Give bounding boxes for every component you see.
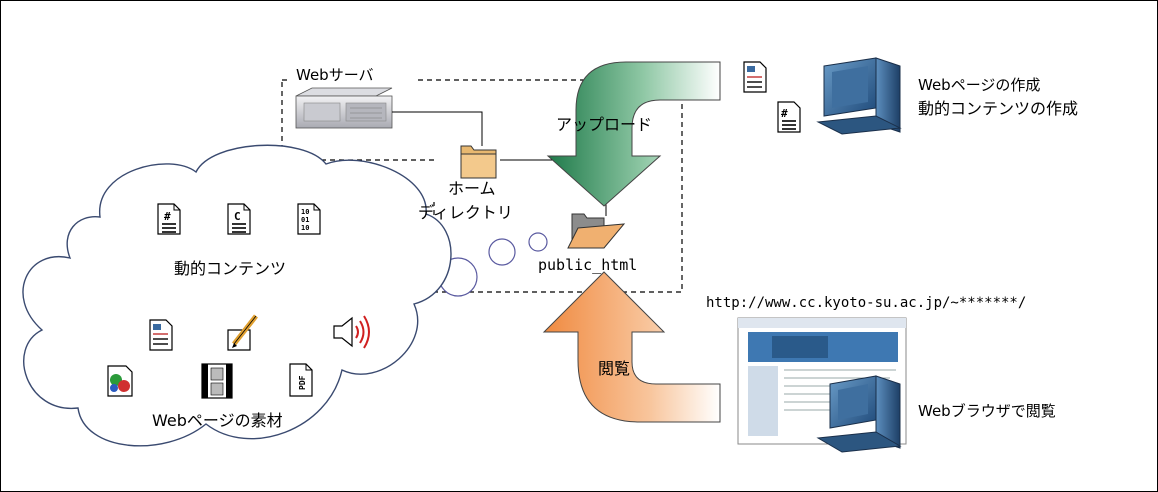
- dynamic-content-label: 動的コンテンツ: [174, 259, 287, 278]
- hash-doc-glyph: #: [164, 210, 171, 223]
- image-document-icon: [107, 365, 133, 397]
- upload-arrow: [546, 61, 721, 207]
- creator-hash-document-icon: #: [777, 101, 801, 133]
- hash-document-icon: #: [157, 203, 181, 235]
- bubble-small: [528, 232, 548, 252]
- binary-document-icon: 10 01 10: [297, 203, 321, 235]
- c-doc-glyph: C: [234, 210, 241, 223]
- svg-text:01: 01: [301, 216, 309, 224]
- public-html-folder-icon: [567, 213, 626, 249]
- webpage-document-icon: [149, 319, 173, 351]
- browse-arrow: [542, 271, 721, 423]
- creator-computer-icon: [816, 57, 902, 135]
- speaker-icon: [333, 315, 370, 349]
- home-dir-label-line2: ディレクトリ: [418, 203, 513, 222]
- c-document-icon: C: [227, 203, 251, 235]
- browse-label: 閲覧: [598, 359, 631, 378]
- creator-label-line2: 動的コンテンツの作成: [918, 99, 1079, 118]
- viewer-label: Webブラウザで閲覧: [918, 402, 1056, 420]
- home-dir-label-line1: ホーム: [448, 179, 496, 198]
- materials-label: Webページの素材: [152, 411, 283, 430]
- server-rack-icon: [295, 87, 393, 129]
- creator-label-line1: Webページの作成: [918, 76, 1041, 94]
- svg-text:#: #: [781, 107, 788, 120]
- home-folder-icon: [460, 145, 497, 179]
- public-html-label: public_html: [538, 256, 638, 274]
- film-icon: [201, 363, 233, 399]
- upload-label: アップロード: [556, 115, 653, 134]
- cloud-shape: [22, 144, 452, 447]
- server-to-home-line: [392, 111, 483, 146]
- svg-text:10: 10: [301, 224, 309, 232]
- pdf-document-icon: PDF: [289, 363, 313, 397]
- svg-text:PDF: PDF: [298, 375, 307, 390]
- viewer-computer-icon: [816, 375, 902, 453]
- server-label: Webサーバ: [296, 66, 374, 84]
- svg-text:10: 10: [301, 208, 309, 216]
- url-label: http://www.cc.kyoto-su.ac.jp/~*******/: [706, 295, 1027, 311]
- edit-document-icon: [227, 314, 258, 351]
- bubble-medium: [488, 238, 516, 266]
- creator-webpage-icon: [743, 61, 767, 93]
